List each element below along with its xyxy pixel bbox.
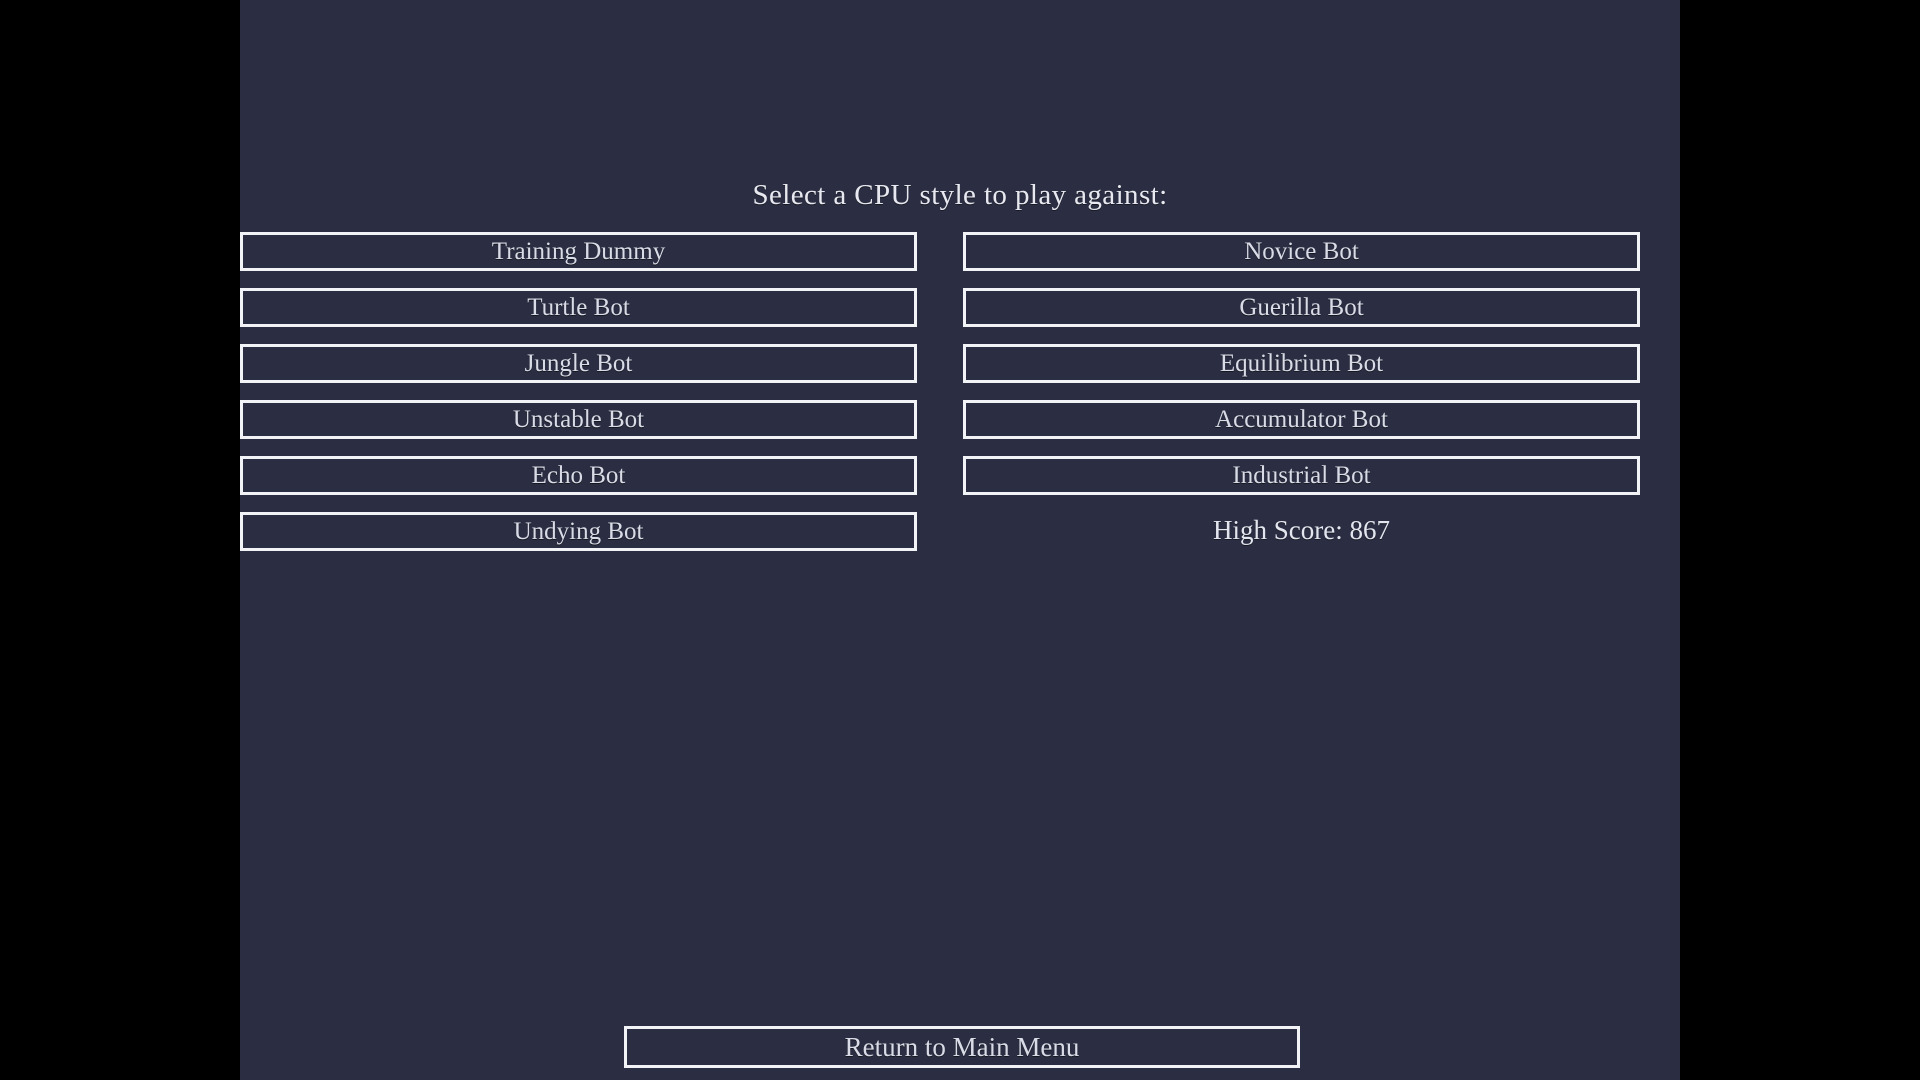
list-item: Turtle Bot — [240, 288, 917, 344]
cpu-style-button-equilibrium-bot[interactable]: Equilibrium Bot — [963, 344, 1640, 383]
cpu-style-button-jungle-bot[interactable]: Jungle Bot — [240, 344, 917, 383]
list-item: Echo Bot — [240, 456, 917, 512]
cpu-style-button-unstable-bot[interactable]: Unstable Bot — [240, 400, 917, 439]
cpu-style-button-guerilla-bot[interactable]: Guerilla Bot — [963, 288, 1640, 327]
cpu-style-button-echo-bot[interactable]: Echo Bot — [240, 456, 917, 495]
page-title: Select a CPU style to play against: — [752, 179, 1168, 211]
cpu-style-right-column: Novice Bot Guerilla Bot Equilibrium Bot … — [963, 232, 1640, 568]
cpu-style-button-novice-bot[interactable]: Novice Bot — [963, 232, 1640, 271]
cpu-style-grid: Training Dummy Turtle Bot Jungle Bot Uns… — [240, 232, 1680, 562]
cpu-style-button-accumulator-bot[interactable]: Accumulator Bot — [963, 400, 1640, 439]
list-item: Jungle Bot — [240, 344, 917, 400]
list-item: Accumulator Bot — [963, 400, 1640, 456]
cpu-style-button-undying-bot[interactable]: Undying Bot — [240, 512, 917, 551]
high-score-row: High Score: 867 — [963, 512, 1640, 568]
return-to-main-menu-button[interactable]: Return to Main Menu — [624, 1026, 1300, 1068]
list-item: Training Dummy — [240, 232, 917, 288]
game-viewport: Select a CPU style to play against: Trai… — [240, 0, 1680, 1080]
list-item: Guerilla Bot — [963, 288, 1640, 344]
list-item: Industrial Bot — [963, 456, 1640, 512]
cpu-style-button-turtle-bot[interactable]: Turtle Bot — [240, 288, 917, 327]
cpu-style-button-training-dummy[interactable]: Training Dummy — [240, 232, 917, 271]
list-item: Equilibrium Bot — [963, 344, 1640, 400]
high-score-label: High Score: 867 — [1213, 515, 1390, 545]
list-item: Unstable Bot — [240, 400, 917, 456]
list-item: Novice Bot — [963, 232, 1640, 288]
list-item: Undying Bot — [240, 512, 917, 568]
cpu-style-left-column: Training Dummy Turtle Bot Jungle Bot Uns… — [240, 232, 917, 568]
cpu-style-button-industrial-bot[interactable]: Industrial Bot — [963, 456, 1640, 495]
